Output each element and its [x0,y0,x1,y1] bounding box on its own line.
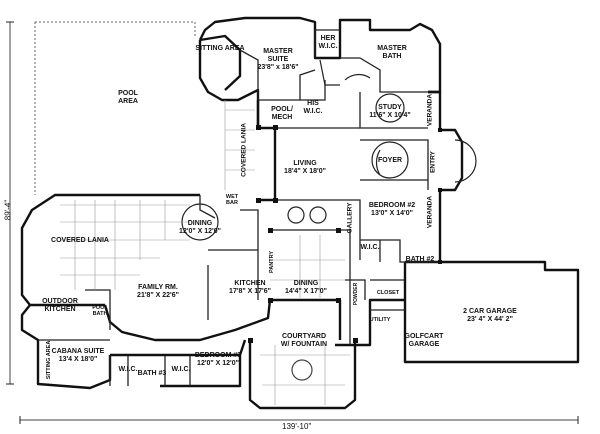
room-pool-area: POOL AREA [115,90,141,106]
room-bath-3: BATH #3 [138,370,167,378]
room-foyer: FOYER [378,157,402,165]
room-dimensions: 12'0" X 12'0" [197,360,239,367]
room-entry: ENTRY [429,151,437,173]
room-master-bath: MASTER BATH [377,45,407,61]
room-pool-mech: POOL/ MECH [269,106,295,122]
room-name: GOLFCART GARAGE [404,333,444,348]
room-name: HER W.I.C. [318,35,338,50]
room-dimensions: W/ FOUNTAIN [280,341,328,348]
room-wic-cabana: W.I.C. [118,366,137,374]
room-pantry: PANTRY [269,251,275,273]
overall-width-label: 139'-10" [282,422,312,431]
room-wic-bedroom-2: W.I.C. [360,244,379,252]
room-name: BATH #3 [137,370,167,377]
room-name: CLOSET [376,290,400,296]
room-veranda-top: VERANDA [426,93,434,127]
overall-depth-label: 89'-4" [3,199,13,221]
room-name: POOL BATH [92,305,108,317]
room-dimensions: 21'8" X 22'6" [137,292,179,299]
pool-area-boundary [34,21,196,195]
room-name: COURTYARD [281,333,327,340]
courtyard-walls [248,340,357,410]
room-utility: UTILITY [370,316,391,324]
room-dimensions: 18'4" X 18'0" [284,168,326,175]
room-name: FOYER [377,157,403,164]
room-name: BATH #2 [405,256,435,263]
room-golfcart-garage: GOLFCART GARAGE [404,333,444,349]
room-her-wic: HER W.I.C. [318,35,338,51]
room-name: KITCHEN [234,280,266,287]
room-name: OUTDOOR KITCHEN [42,298,78,313]
room-dimensions: 23' 4" X 44' 2" [467,316,513,323]
master-wing-walls [198,16,442,94]
garage-walls [403,260,580,364]
study-outline [375,93,405,123]
room-name: COVERED LANIA [51,237,109,244]
room-name: FAMILY RM. [138,284,178,291]
room-veranda-bottom: VERANDA [426,195,434,229]
room-name: POOL AREA [118,90,138,105]
room-covered-lania: COVERED LANIA [51,237,109,245]
room-dimensions: 12'0" X 12'0" [179,228,221,235]
room-gallery: GALLERY [346,202,354,234]
room-covered-lania-vertical: COVERED LANIA [240,123,248,177]
room-bath-2: BATH #2 [406,256,435,264]
room-name: HIS W.I.C. [303,100,323,115]
room-name: CABANA SUITE [51,348,105,355]
room-name: MASTER BATH [377,45,407,60]
room-dimensions: 13'0" X 14'0" [371,210,413,217]
room-dimensions: 13'4 X 18'0" [58,356,98,363]
foyer-outline [371,141,409,179]
room-name: STUDY [378,104,402,111]
room-wet-bar: WET BAR [225,194,239,206]
room-name: W.I.C. [118,366,138,373]
room-dimensions: 23'8" x 18'6" [257,64,299,71]
room-dimensions: 11'6" X 10'4" [369,112,411,119]
room-wic-bedroom-3: W.I.C. [171,366,190,374]
room-powder: POWDER [353,282,359,306]
room-family: FAMILY RM.21'8" X 22'6" [137,284,179,300]
room-name: DINING [293,280,319,287]
room-name: BEDROOM #3 [194,352,242,359]
room-name: SITTING AREA [195,45,245,52]
room-dimensions: 17'8" X 17'6" [229,288,271,295]
room-sitting-area-left: SITTING AREA [46,340,52,380]
room-name: POOL/ MECH [271,106,293,121]
room-name: MASTER SUITE [263,48,293,63]
room-name: 2 CAR GARAGE [463,308,517,315]
room-name: BEDROOM #2 [368,202,416,209]
room-pool-bath: POOL BATH [91,305,109,317]
cabana-wing-walls [20,304,112,390]
room-closet: CLOSET [377,289,399,297]
room-name: LIVING [293,160,317,167]
fountain-outline [291,359,313,381]
room-name: WET BAR [225,194,239,206]
room-sitting-area-top: SITTING AREA [195,45,244,53]
room-name: W.I.C. [360,244,380,251]
room-name: W.I.C. [171,366,191,373]
room-name: DINING [187,220,213,227]
room-dimensions: 14'4" X 17'0" [285,288,327,295]
room-his-wic: HIS W.I.C. [303,100,323,116]
room-name: UTILITY [369,317,391,323]
room-outdoor-kitchen: OUTDOOR KITCHEN [40,298,80,314]
